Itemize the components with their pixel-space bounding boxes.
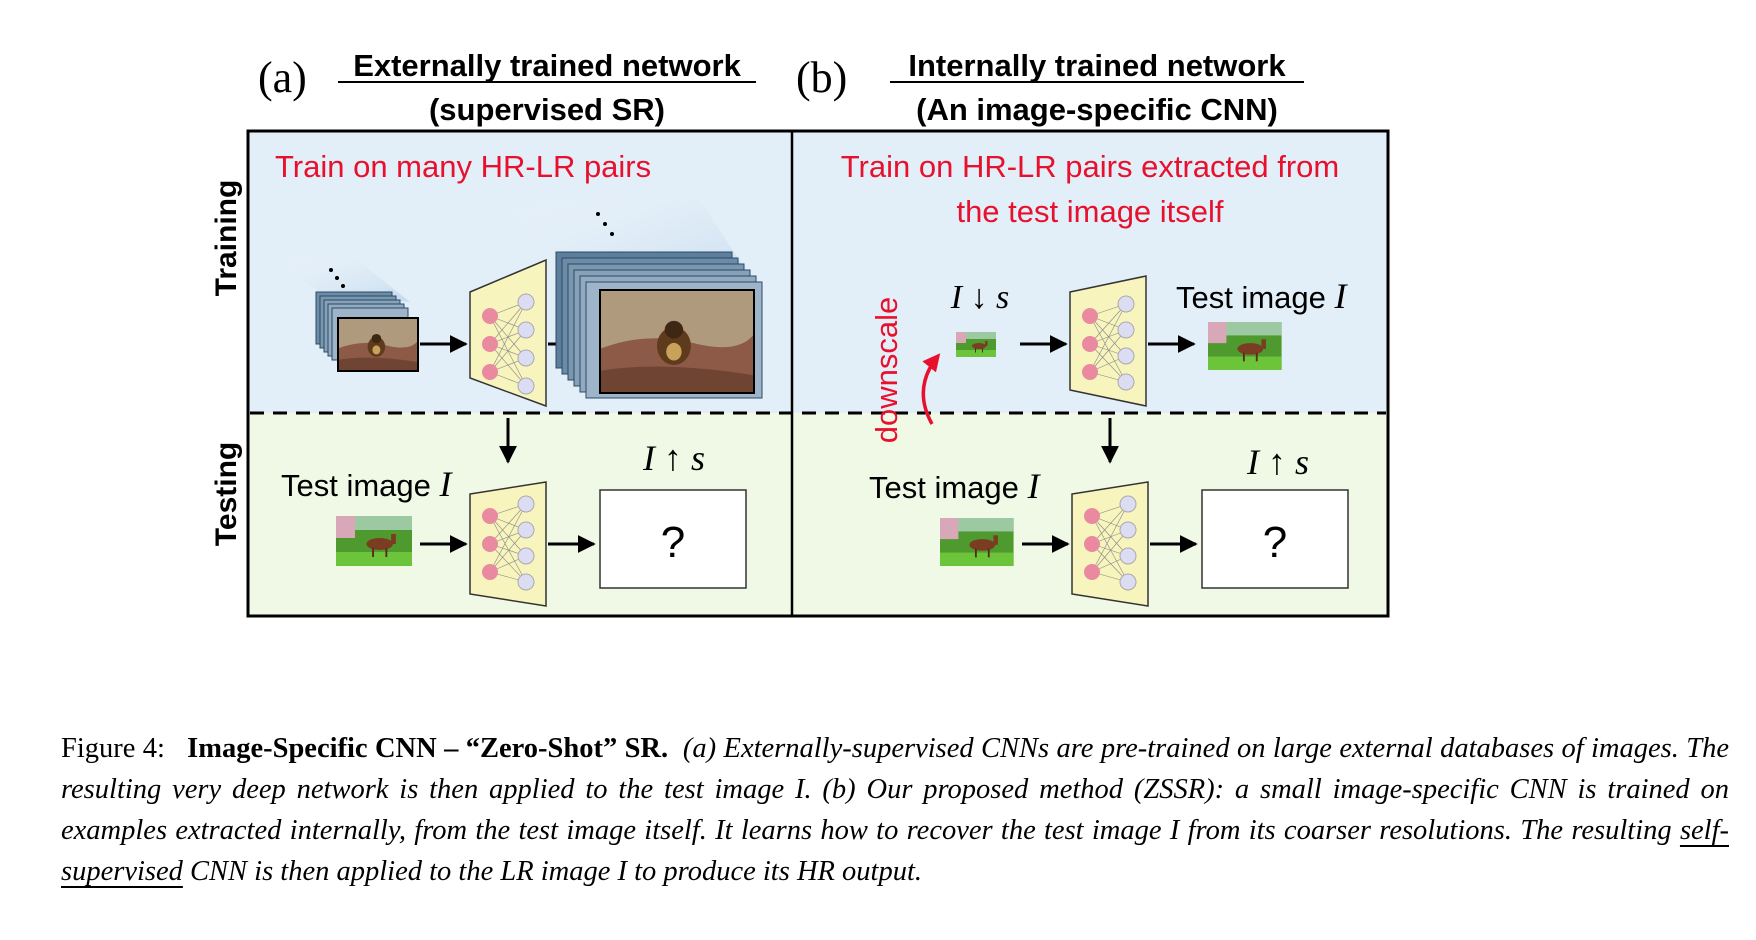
panel-a-output-label: I ↑ s bbox=[642, 438, 705, 478]
zssr-diagram: (a) Externally trained network (supervis… bbox=[210, 48, 1390, 618]
panel-b-downscaled-label: I ↓ s bbox=[950, 279, 1010, 316]
panel-b-test-var: I bbox=[1027, 466, 1042, 506]
panel-b-downscaled-image bbox=[956, 332, 996, 357]
panel-a-letter: (a) bbox=[258, 53, 307, 102]
panel-a-title-line2: (supervised SR) bbox=[429, 92, 665, 127]
panel-b-training-target-image bbox=[1208, 322, 1282, 370]
training-row-bg bbox=[248, 131, 1388, 413]
panel-b-training-target-label: Test image I bbox=[1176, 276, 1349, 316]
caption-var-3: I bbox=[617, 856, 628, 887]
caption-part-d: CNN is then applied to the LR image bbox=[190, 856, 611, 887]
row-label-training: Training bbox=[210, 180, 243, 297]
cnn-b-training bbox=[1069, 275, 1147, 407]
figure-caption: Figure 4: Image-Specific CNN – “Zero-Sho… bbox=[61, 728, 1729, 892]
panel-b-training-target-var: I bbox=[1334, 276, 1349, 316]
cnn-a-training bbox=[469, 258, 547, 408]
panel-b-test-label: Test image I bbox=[869, 466, 1042, 506]
panel-a-title-line1: Externally trained network bbox=[353, 48, 741, 83]
panel-b-output-box bbox=[1201, 489, 1349, 589]
caption-var-1: I bbox=[794, 774, 805, 805]
panel-a-test-image bbox=[336, 516, 412, 566]
panel-b-output-placeholder: ? bbox=[1263, 518, 1287, 567]
panel-b-letter: (b) bbox=[796, 53, 847, 102]
panel-a-test-label: Test image I bbox=[281, 464, 454, 504]
panel-b-output-label: I ↑ s bbox=[1246, 442, 1309, 482]
cnn-a-testing bbox=[469, 481, 547, 607]
diagram-frame bbox=[246, 129, 1390, 618]
panel-b-test-image bbox=[940, 518, 1014, 566]
caption-figure-label: Figure 4: bbox=[61, 733, 165, 764]
caption-part-b: . (b) Our proposed method (ZSSR): a smal… bbox=[61, 774, 1730, 846]
panel-a-output-box bbox=[599, 489, 747, 589]
panel-b-title-line1: Internally trained network bbox=[908, 48, 1286, 83]
panel-b-downscale-label: downscale bbox=[869, 297, 904, 443]
panel-a-test-var: I bbox=[439, 464, 454, 504]
panel-b-title-line2: (An image-specific CNN) bbox=[916, 92, 1278, 127]
caption-part-c: from its coarser resolutions. The result… bbox=[1187, 815, 1672, 846]
caption-var-2: I bbox=[1169, 815, 1180, 846]
panel-b-training-note-line1: Train on HR-LR pairs extracted from bbox=[841, 149, 1339, 184]
testing-row-bg bbox=[248, 413, 1388, 616]
cnn-b-testing bbox=[1071, 481, 1149, 607]
hr-training-stack bbox=[488, 196, 763, 399]
caption-part-e: to produce its HR output. bbox=[634, 856, 923, 887]
caption-part-a: (a) Externally-supervised CNNs are pre-t… bbox=[61, 733, 1730, 805]
caption-bold-title: Image-Specific CNN – “Zero-Shot” SR. bbox=[187, 733, 669, 764]
caption-underlined: self-supervised bbox=[61, 815, 1730, 887]
panel-a-training-note: Train on many HR-LR pairs bbox=[275, 149, 651, 184]
panel-a-output-placeholder: ? bbox=[661, 518, 685, 567]
downscale-arrow bbox=[921, 353, 941, 425]
row-label-testing: Testing bbox=[210, 442, 243, 546]
panel-b-training-note-line2: the test image itself bbox=[956, 194, 1223, 229]
lr-training-stack bbox=[268, 255, 419, 372]
